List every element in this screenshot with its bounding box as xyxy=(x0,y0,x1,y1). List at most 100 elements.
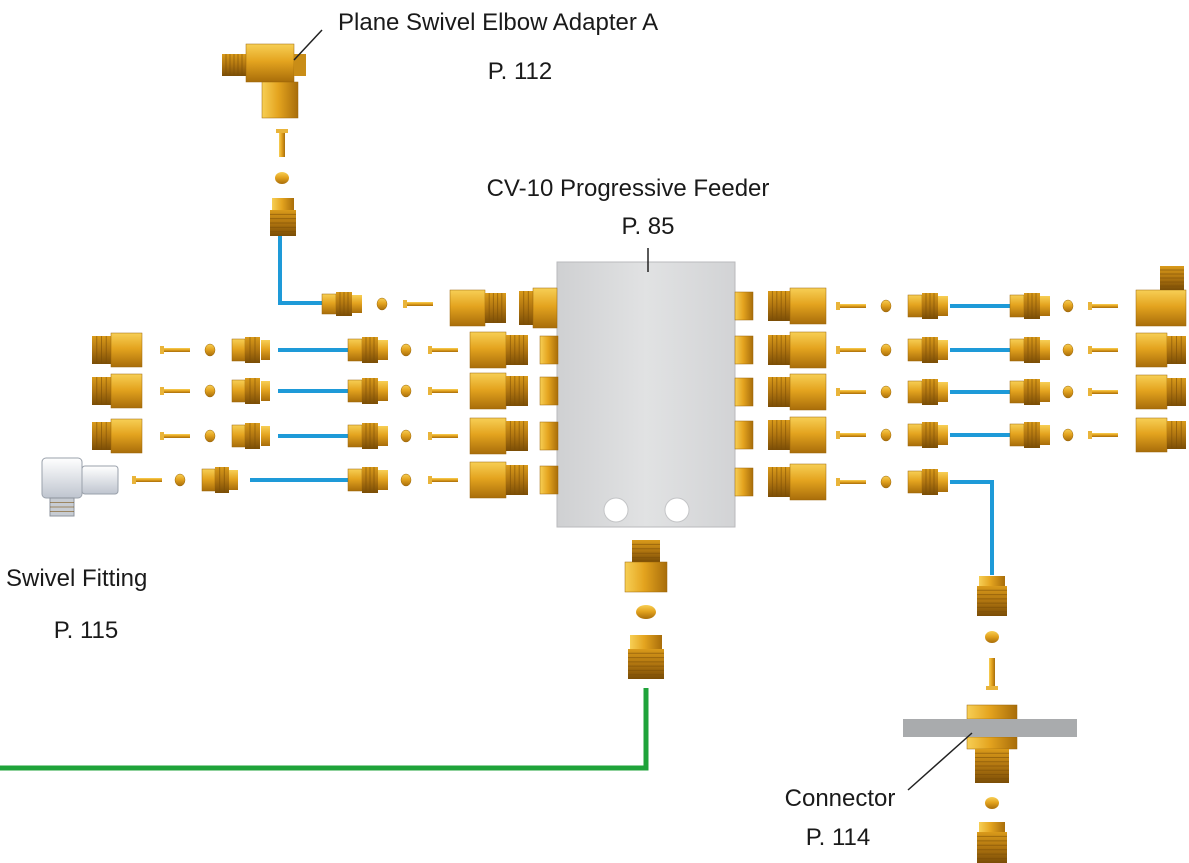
sleeve-nut-swivel-row xyxy=(215,467,229,493)
sleeve-nut-top-row-shoulder xyxy=(322,294,336,314)
sleeve-nut-right-outer-row-2-shoulder xyxy=(1010,381,1024,403)
sleeve-nut-swivel-row-tip xyxy=(229,470,238,490)
sleeve-nut-right-inner-row-3-shoulder xyxy=(908,424,922,446)
pin-left-row-3 xyxy=(160,434,190,438)
feeder-port-hole xyxy=(604,498,628,522)
feeder-port-left-row-3 xyxy=(540,422,558,450)
bottom-inlet-thread xyxy=(632,540,660,562)
sleeve-vertical-shoulder xyxy=(272,198,294,210)
pin-left-inner-row-1-head xyxy=(428,346,432,354)
pin-right-inner-row-1-head xyxy=(836,346,840,354)
nut-far-right-row-3 xyxy=(1136,418,1167,452)
ferrule-vertical xyxy=(275,172,289,184)
nut-left-inner-row-3 xyxy=(470,418,506,454)
pin-right-inner-row-4-head xyxy=(836,478,840,486)
leader-line-elbow xyxy=(294,30,322,60)
pin-top-row xyxy=(403,302,433,306)
pin-swivel-row-head xyxy=(132,476,136,484)
pin-vertical-head xyxy=(276,129,288,133)
ferrule-right-outer-row-3 xyxy=(1063,429,1073,441)
nut-right-inner-row-4-thread xyxy=(768,467,790,497)
pin-right-inner-row-1 xyxy=(836,348,866,352)
pin-left-inner-row-2-head xyxy=(428,387,432,395)
pin-left-row-1 xyxy=(160,348,190,352)
ferrule-left-row-2 xyxy=(205,385,215,397)
swivel-fitting-title: Swivel Fitting xyxy=(6,567,147,591)
sleeve-nut-right-inner-row-2-tip xyxy=(938,382,948,402)
pin-right-inner-row-0-head xyxy=(836,302,840,310)
sleeve-nut-swivel-row-shoulder xyxy=(202,469,215,491)
feeder-port-left-row-2 xyxy=(540,377,558,405)
ferrule-right-inner-row-1 xyxy=(881,344,891,356)
connector-page: P. 114 xyxy=(806,826,871,850)
feeder-block xyxy=(557,262,735,527)
pin-left-inner-row-4 xyxy=(428,478,458,482)
mounting-plate xyxy=(903,719,1077,737)
pin-right-outer-row-1-head xyxy=(1088,346,1092,354)
sleeve-nut-left-row-2-shoulder xyxy=(232,380,245,402)
connector-lower-shoulder xyxy=(979,822,1005,832)
feeder-port-right-row-3 xyxy=(735,421,753,449)
pin-right-outer-row-1 xyxy=(1088,348,1118,352)
nut-far-left-row-2 xyxy=(111,374,142,408)
nut-far-left-row-1 xyxy=(111,333,142,367)
sleeve-nut-left-inner-row-3-shoulder xyxy=(348,425,362,447)
sleeve-nut-left-row-3 xyxy=(245,423,260,449)
nut-right-inner-row-1-thread xyxy=(768,335,790,365)
sleeve-nut-left-inner-row-4-tip xyxy=(378,470,388,490)
pin-right-inner-row-2-head xyxy=(836,388,840,396)
sleeve-nut-right-outer-row-3-tip xyxy=(1040,425,1050,445)
elbow-adapter-page: P. 112 xyxy=(488,60,553,84)
nut-right-inner-row-4 xyxy=(790,464,826,500)
feeder-port-right-row-4 xyxy=(735,468,753,496)
leader-line-connector xyxy=(908,733,972,790)
swivel-fitting-page: P. 115 xyxy=(54,619,119,643)
ferrule-swivel-row xyxy=(175,474,185,486)
pin-right-inner-row-3-head xyxy=(836,431,840,439)
sleeve-nut-left-inner-row-4-shoulder xyxy=(348,469,362,491)
connector-title: Connector xyxy=(785,787,896,811)
connector-ferrule xyxy=(985,631,999,643)
ferrule-left-inner-row-1 xyxy=(401,344,411,356)
elbow-fitting-right-body xyxy=(1136,290,1186,326)
bottom-inlet-ferrule xyxy=(636,605,656,619)
ferrule-right-inner-row-0 xyxy=(881,300,891,312)
sleeve-nut-left-row-3-shoulder xyxy=(232,425,245,447)
nut-left-inner-row-3-thread xyxy=(506,421,528,451)
sleeve-nut-right-inner-row-1-tip xyxy=(938,340,948,360)
nut-right-inner-row-2-thread xyxy=(768,377,790,407)
connector-hex-bottom xyxy=(967,737,1017,749)
pin-right-inner-row-2 xyxy=(836,390,866,394)
pin-right-inner-row-3 xyxy=(836,433,866,437)
nut-far-left-row-3 xyxy=(111,419,142,453)
nut-feeder-top-left-thread xyxy=(519,291,533,325)
nut-far-right-row-1 xyxy=(1136,333,1167,367)
connector-lower-ferrule xyxy=(985,797,999,809)
ferrule-right-outer-row-1 xyxy=(1063,344,1073,356)
pin-left-row-1-head xyxy=(160,346,164,354)
connector-pin xyxy=(989,658,995,688)
feeder-title: CV-10 Progressive Feeder xyxy=(487,177,770,201)
ferrule-right-outer-row-0 xyxy=(1063,300,1073,312)
feeder-page: P. 85 xyxy=(622,215,675,239)
nut-left-inner-row-2 xyxy=(470,373,506,409)
nut-top-row xyxy=(450,290,485,326)
ferrule-right-outer-row-2 xyxy=(1063,386,1073,398)
pin-right-outer-row-0 xyxy=(1088,304,1118,308)
connector-hex-top xyxy=(967,705,1017,719)
pin-left-row-3-head xyxy=(160,432,164,440)
sleeve-nut-right-outer-row-1-tip xyxy=(1040,340,1050,360)
nut-right-inner-row-0-thread xyxy=(768,291,790,321)
green-supply-tube xyxy=(0,688,646,768)
ferrule-left-row-3 xyxy=(205,430,215,442)
sleeve-nut-left-inner-row-1-shoulder xyxy=(348,339,362,361)
pin-left-inner-row-4-head xyxy=(428,476,432,484)
elbow-adapter-body xyxy=(246,44,294,82)
sleeve-nut-left-inner-row-2-tip xyxy=(378,381,388,401)
sleeve-nut-left-row-2 xyxy=(245,378,260,404)
nut-left-inner-row-1 xyxy=(470,332,506,368)
elbow-adapter-title: Plane Swivel Elbow Adapter A xyxy=(338,11,658,35)
nut-left-inner-row-1-thread xyxy=(506,335,528,365)
